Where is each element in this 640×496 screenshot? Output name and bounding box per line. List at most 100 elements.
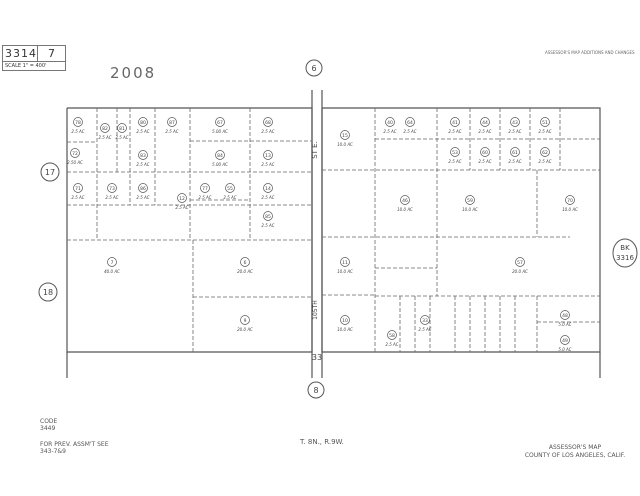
parcel-12: 122.5 AC xyxy=(175,193,189,210)
parcel-number: 77 xyxy=(202,186,208,192)
parcel-circle xyxy=(480,147,490,157)
parcel-7: 740.0 AC xyxy=(104,257,120,274)
parcel-circle xyxy=(215,117,225,127)
parcel-area: 20.0 AC xyxy=(237,327,253,332)
parcel-area: 2.5 AC xyxy=(418,327,431,332)
map-boundary-east xyxy=(321,107,601,353)
parcel-area: 10.0 AC xyxy=(337,269,353,274)
parcel-68: 682.5 AC xyxy=(261,117,275,134)
parcel-78: 782.5 AC xyxy=(71,117,85,134)
parcel-number: 72 xyxy=(72,151,78,157)
book-page-box: 3314 7 SCALE 1" = 400' xyxy=(2,45,66,71)
code-number: 3449 xyxy=(40,425,56,432)
parcel-circle xyxy=(465,195,475,205)
parcel-area: 2.5 AC xyxy=(508,159,521,164)
parcel-circle xyxy=(400,195,410,205)
parcel-number: 57 xyxy=(517,260,523,266)
parcel-number: 55 xyxy=(227,186,233,192)
parcel-circle xyxy=(565,195,575,205)
parcel-9: 920.0 AC xyxy=(237,315,253,332)
parcel-number: 86 xyxy=(140,186,146,192)
parcel-circle xyxy=(540,147,550,157)
parcel-72: 72 2.50 AC xyxy=(67,148,83,165)
parcel-area: 2.5 AC xyxy=(223,195,236,200)
parcel-circle xyxy=(263,117,273,127)
street-alt-label: 105TH xyxy=(312,300,319,320)
book-number: 3314 xyxy=(5,46,38,61)
parcel-area: 2.5 AC xyxy=(478,129,491,134)
parcel-number: 85 xyxy=(265,214,271,220)
svg-text:6: 6 xyxy=(311,64,316,73)
parcel-86: 862.5 AC xyxy=(136,183,150,200)
parcel-number: 62 xyxy=(542,150,548,156)
parcel-circle xyxy=(340,257,350,267)
parcel-circle xyxy=(107,183,117,193)
parcel-circle xyxy=(340,315,350,325)
parcel-circle xyxy=(138,150,148,160)
parcel-area: 2.5 AC xyxy=(403,129,416,134)
revision-notes: ASSESSOR'S MAP ADDITIONS AND CHANGES xyxy=(545,50,635,55)
parcel-circle xyxy=(450,117,460,127)
parcel-circle xyxy=(70,148,80,158)
parcel-area: 5.00 AC xyxy=(212,162,228,167)
parcel-area: 2.5 AC xyxy=(383,129,396,134)
parcel-circle xyxy=(405,117,415,127)
parcel-80: 802.5 AC xyxy=(136,117,150,134)
parcel-number: 48 xyxy=(562,313,568,319)
parcel-13: 132.5 AC xyxy=(261,150,275,167)
township-range: T. 8N., R.9W. xyxy=(300,438,344,446)
county-name: COUNTY OF LOS ANGELES, CALIF. xyxy=(524,452,626,459)
parcel-number: 6 xyxy=(244,260,247,266)
parcel-circle xyxy=(387,330,397,340)
parcel-circle xyxy=(225,183,235,193)
parcel-area: 2.5 AC xyxy=(478,159,491,164)
parcel-46: 46 10.0 AC xyxy=(397,195,413,212)
parcel-area: 2.5 AC xyxy=(71,195,84,200)
map-title-block: ASSESSOR'S MAP COUNTY OF LOS ANGELES, CA… xyxy=(510,444,640,460)
parcel-number: 61 xyxy=(512,150,518,156)
parcel-number: 44 xyxy=(482,120,488,126)
parcel-circle xyxy=(263,211,273,221)
parcel-67: 675.00 AC xyxy=(212,117,228,134)
parcel-number: 46 xyxy=(402,198,408,204)
parcel-circle xyxy=(100,123,110,133)
parcel-number: 53 xyxy=(452,150,458,156)
parcel-number: 71 xyxy=(75,186,81,192)
parcel-area: 20.0 AC xyxy=(237,269,253,274)
parcel-55: 55 2.5 AC xyxy=(223,183,237,200)
parcel-circle xyxy=(107,257,117,267)
adjoining-west-lower: 18 xyxy=(38,282,58,302)
parcel-number: 33 xyxy=(422,318,428,324)
parcel-area: 2.5 AC xyxy=(261,223,274,228)
parcel-area: 2.5 AC xyxy=(448,159,461,164)
parcel-number: 83 xyxy=(140,153,146,159)
parcel-33: 33 2.5 AC xyxy=(418,315,432,332)
parcel-circle xyxy=(560,310,570,320)
prev-assessment-ref: 343-7&9 xyxy=(40,448,66,455)
parcel-area: 2.5 AC xyxy=(71,129,84,134)
parcel-number: 14 xyxy=(265,186,271,192)
parcel-area: 5.00 AC xyxy=(212,129,228,134)
parcel-area: 10.0 AC xyxy=(397,207,413,212)
parcel-circle xyxy=(420,315,430,325)
parcel-84: 845.00 AC xyxy=(212,150,228,167)
parcel-area: 2.50 AC xyxy=(67,160,83,165)
parcel-44: 44 2.5 AC xyxy=(478,117,492,134)
svg-text:3316: 3316 xyxy=(616,254,634,262)
map-year: 2008 xyxy=(110,64,157,82)
parcel-number: 43 xyxy=(512,120,518,126)
parcel-number: 82 xyxy=(102,126,108,132)
parcel-83: 832.5 AC xyxy=(136,150,150,167)
parcel-circle xyxy=(510,117,520,127)
parcel-43: 432.5 AC xyxy=(508,117,522,134)
parcel-circle xyxy=(240,315,250,325)
adjoining-west-upper: 17 xyxy=(40,162,60,182)
map-boundary xyxy=(66,107,313,353)
parcel-77: 772.5 AC xyxy=(198,183,212,200)
parcel-60: 602.5 AC xyxy=(478,147,492,164)
page-number: 7 xyxy=(48,47,55,60)
parcel-circle xyxy=(167,117,177,127)
